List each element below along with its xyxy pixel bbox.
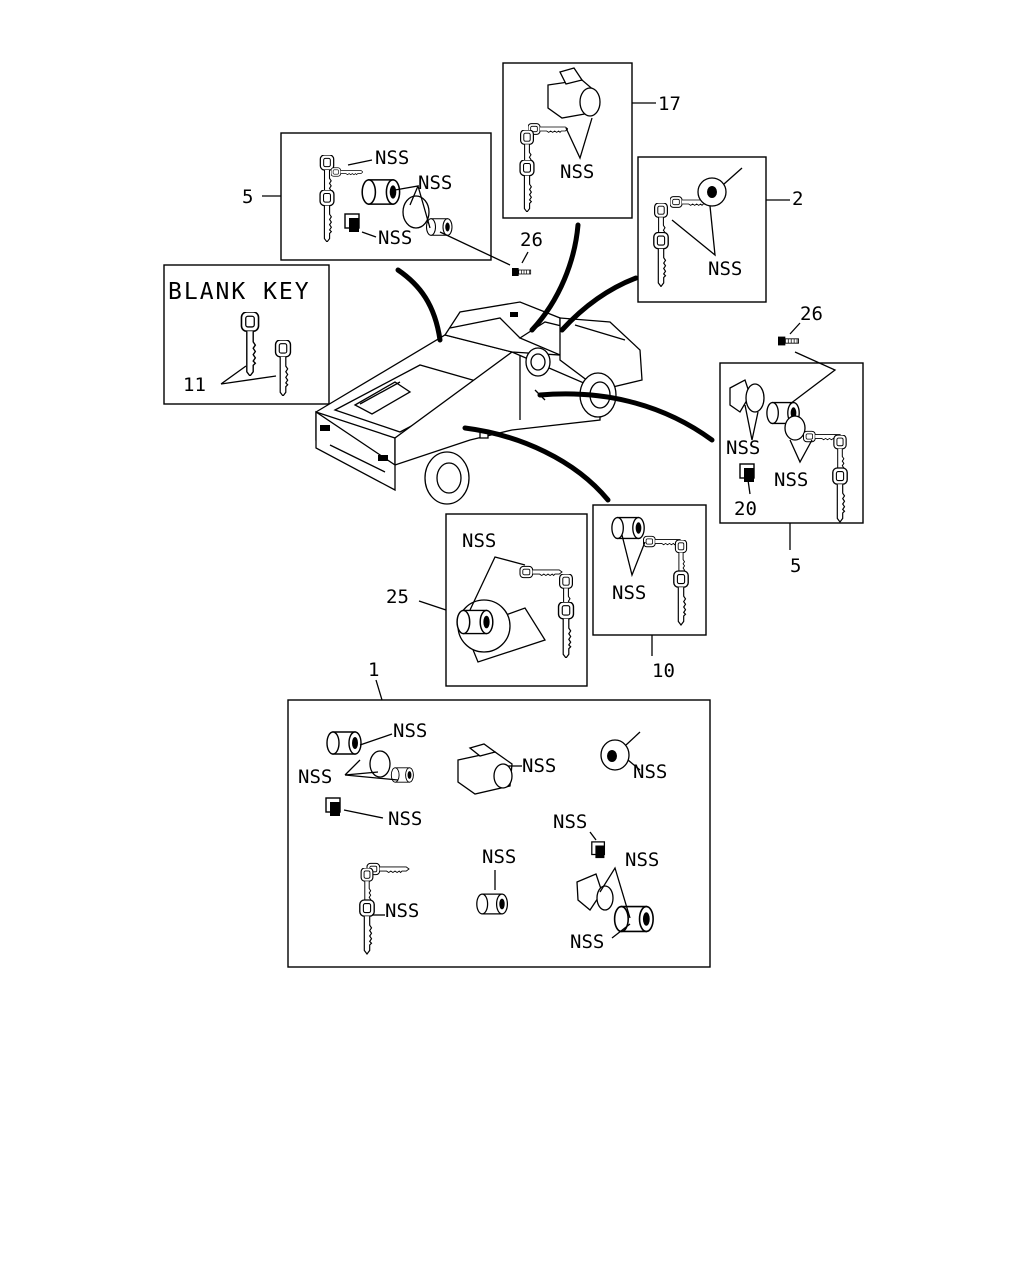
leader-line bbox=[537, 391, 715, 443]
bolt-icon bbox=[512, 267, 532, 277]
nss-label: NSS bbox=[482, 846, 516, 868]
lock-lever-icon bbox=[729, 379, 751, 413]
key-icon bbox=[528, 123, 568, 135]
leader-line bbox=[462, 425, 611, 503]
box-5-right: NSS NSS 20 5 bbox=[719, 351, 864, 577]
lock-cylinder-icon bbox=[361, 179, 401, 205]
clip-icon bbox=[591, 841, 606, 859]
key-icon bbox=[331, 167, 363, 177]
key-icon bbox=[359, 899, 375, 955]
nss-label: NSS bbox=[462, 530, 496, 552]
key-icon bbox=[519, 565, 563, 579]
key-icon bbox=[319, 190, 335, 242]
clip-icon bbox=[344, 213, 360, 233]
nss-label: NSS bbox=[633, 761, 667, 783]
box-17: NSS 17 bbox=[502, 62, 681, 219]
bolt-26-right: 26 bbox=[778, 303, 823, 346]
ref-11-label: 11 bbox=[183, 374, 206, 396]
lock-cylinder-icon bbox=[613, 905, 654, 933]
ref-20-label: 20 bbox=[734, 498, 757, 520]
nss-label: NSS bbox=[393, 720, 427, 742]
nss-label: NSS bbox=[298, 766, 332, 788]
lock-cylinder-icon bbox=[326, 731, 362, 755]
box-10: NSS 10 bbox=[592, 504, 707, 682]
box-5-top: NSS NSS NSS 5 bbox=[242, 132, 511, 266]
clip-icon bbox=[325, 797, 341, 817]
leader-line bbox=[529, 222, 581, 333]
ref-5-label: 5 bbox=[242, 186, 253, 208]
key-icon bbox=[519, 160, 535, 212]
nss-label: NSS bbox=[522, 755, 556, 777]
nss-label: NSS bbox=[378, 227, 412, 249]
nss-label: NSS bbox=[385, 900, 419, 922]
nss-label: NSS bbox=[612, 582, 646, 604]
lock-lever-icon bbox=[576, 873, 603, 911]
ref-26-label: 26 bbox=[520, 229, 543, 251]
box-1-kit: 1 NSS NSS NSS NSS NSS NSS NSS bbox=[287, 659, 711, 968]
nss-label: NSS bbox=[560, 161, 594, 183]
blank-key-box: BLANK KEY 11 bbox=[163, 264, 330, 405]
leader-line bbox=[395, 267, 443, 343]
nss-label: NSS bbox=[570, 931, 604, 953]
nss-label: NSS bbox=[625, 849, 659, 871]
nss-label: NSS bbox=[726, 437, 760, 459]
nss-label: NSS bbox=[708, 258, 742, 280]
key-icon bbox=[653, 232, 669, 287]
nss-label: NSS bbox=[418, 172, 452, 194]
ref-26-label: 26 bbox=[800, 303, 823, 325]
box-2: NSS 2 bbox=[637, 156, 803, 303]
blank-key-title: BLANK KEY bbox=[168, 279, 311, 305]
clip-icon bbox=[739, 463, 755, 483]
bolt-icon bbox=[778, 336, 800, 346]
bolt-26-top: 26 bbox=[512, 229, 543, 277]
key-icon bbox=[673, 570, 689, 626]
ref-10-label: 10 bbox=[652, 660, 675, 682]
box-25: NSS 25 bbox=[386, 513, 588, 687]
ref-1-label: 1 bbox=[368, 659, 379, 681]
ref-25-label: 25 bbox=[386, 586, 409, 608]
nss-label: NSS bbox=[388, 808, 422, 830]
lock-cylinder-icon bbox=[611, 516, 645, 540]
nss-label: NSS bbox=[774, 469, 808, 491]
lock-cylinder-icon bbox=[456, 609, 494, 635]
ref-5-label: 5 bbox=[790, 555, 801, 577]
leader-line bbox=[559, 275, 639, 333]
key-icon bbox=[274, 340, 292, 396]
ref-2-label: 2 bbox=[792, 188, 803, 210]
key-icon bbox=[832, 467, 848, 523]
nss-label: NSS bbox=[553, 811, 587, 833]
key-icon bbox=[240, 312, 260, 376]
nss-label: NSS bbox=[375, 147, 409, 169]
ref-17-label: 17 bbox=[658, 93, 681, 115]
pickup-truck-icon bbox=[315, 301, 643, 505]
lock-cylinder-icon bbox=[476, 893, 509, 915]
key-icon bbox=[557, 602, 575, 658]
